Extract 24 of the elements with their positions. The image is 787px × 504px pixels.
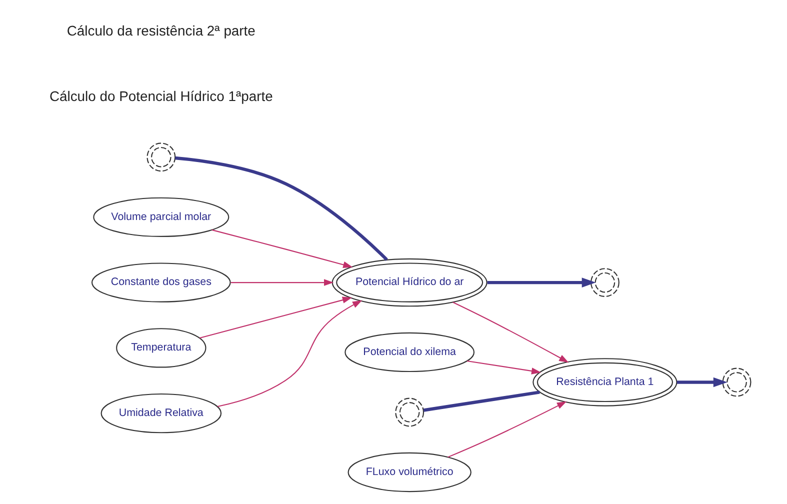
node-ellipse: Volume parcial molar (93, 197, 230, 237)
node-ellipse: Constante dos gases (91, 262, 231, 302)
node-ellipse: Umidade Relativa (100, 393, 222, 434)
arrow (487, 278, 596, 288)
node-cloud (590, 268, 620, 298)
arrow (212, 229, 353, 268)
connector (423, 390, 540, 412)
arrow (448, 401, 567, 458)
node-cloud (722, 368, 752, 397)
node-cloud (146, 142, 176, 172)
arrow (466, 360, 542, 374)
arrow (452, 302, 569, 363)
arrow (200, 296, 352, 339)
node-ellipse: Resistência Planta 1 (532, 358, 678, 406)
arrow (230, 279, 334, 286)
node-cloud (395, 398, 424, 427)
node-ellipse: Temperatura (116, 328, 206, 368)
label: Cálculo da resistência 2ª parte (66, 22, 256, 38)
connector (175, 156, 388, 261)
node-ellipse: FLuxo volumétrico (348, 452, 472, 492)
arrow (218, 300, 362, 408)
node-ellipse: Potencial do xilema (344, 332, 475, 372)
arrow (676, 377, 728, 388)
label: Cálculo do Potencial Hídrico 1ªparte (49, 88, 273, 104)
